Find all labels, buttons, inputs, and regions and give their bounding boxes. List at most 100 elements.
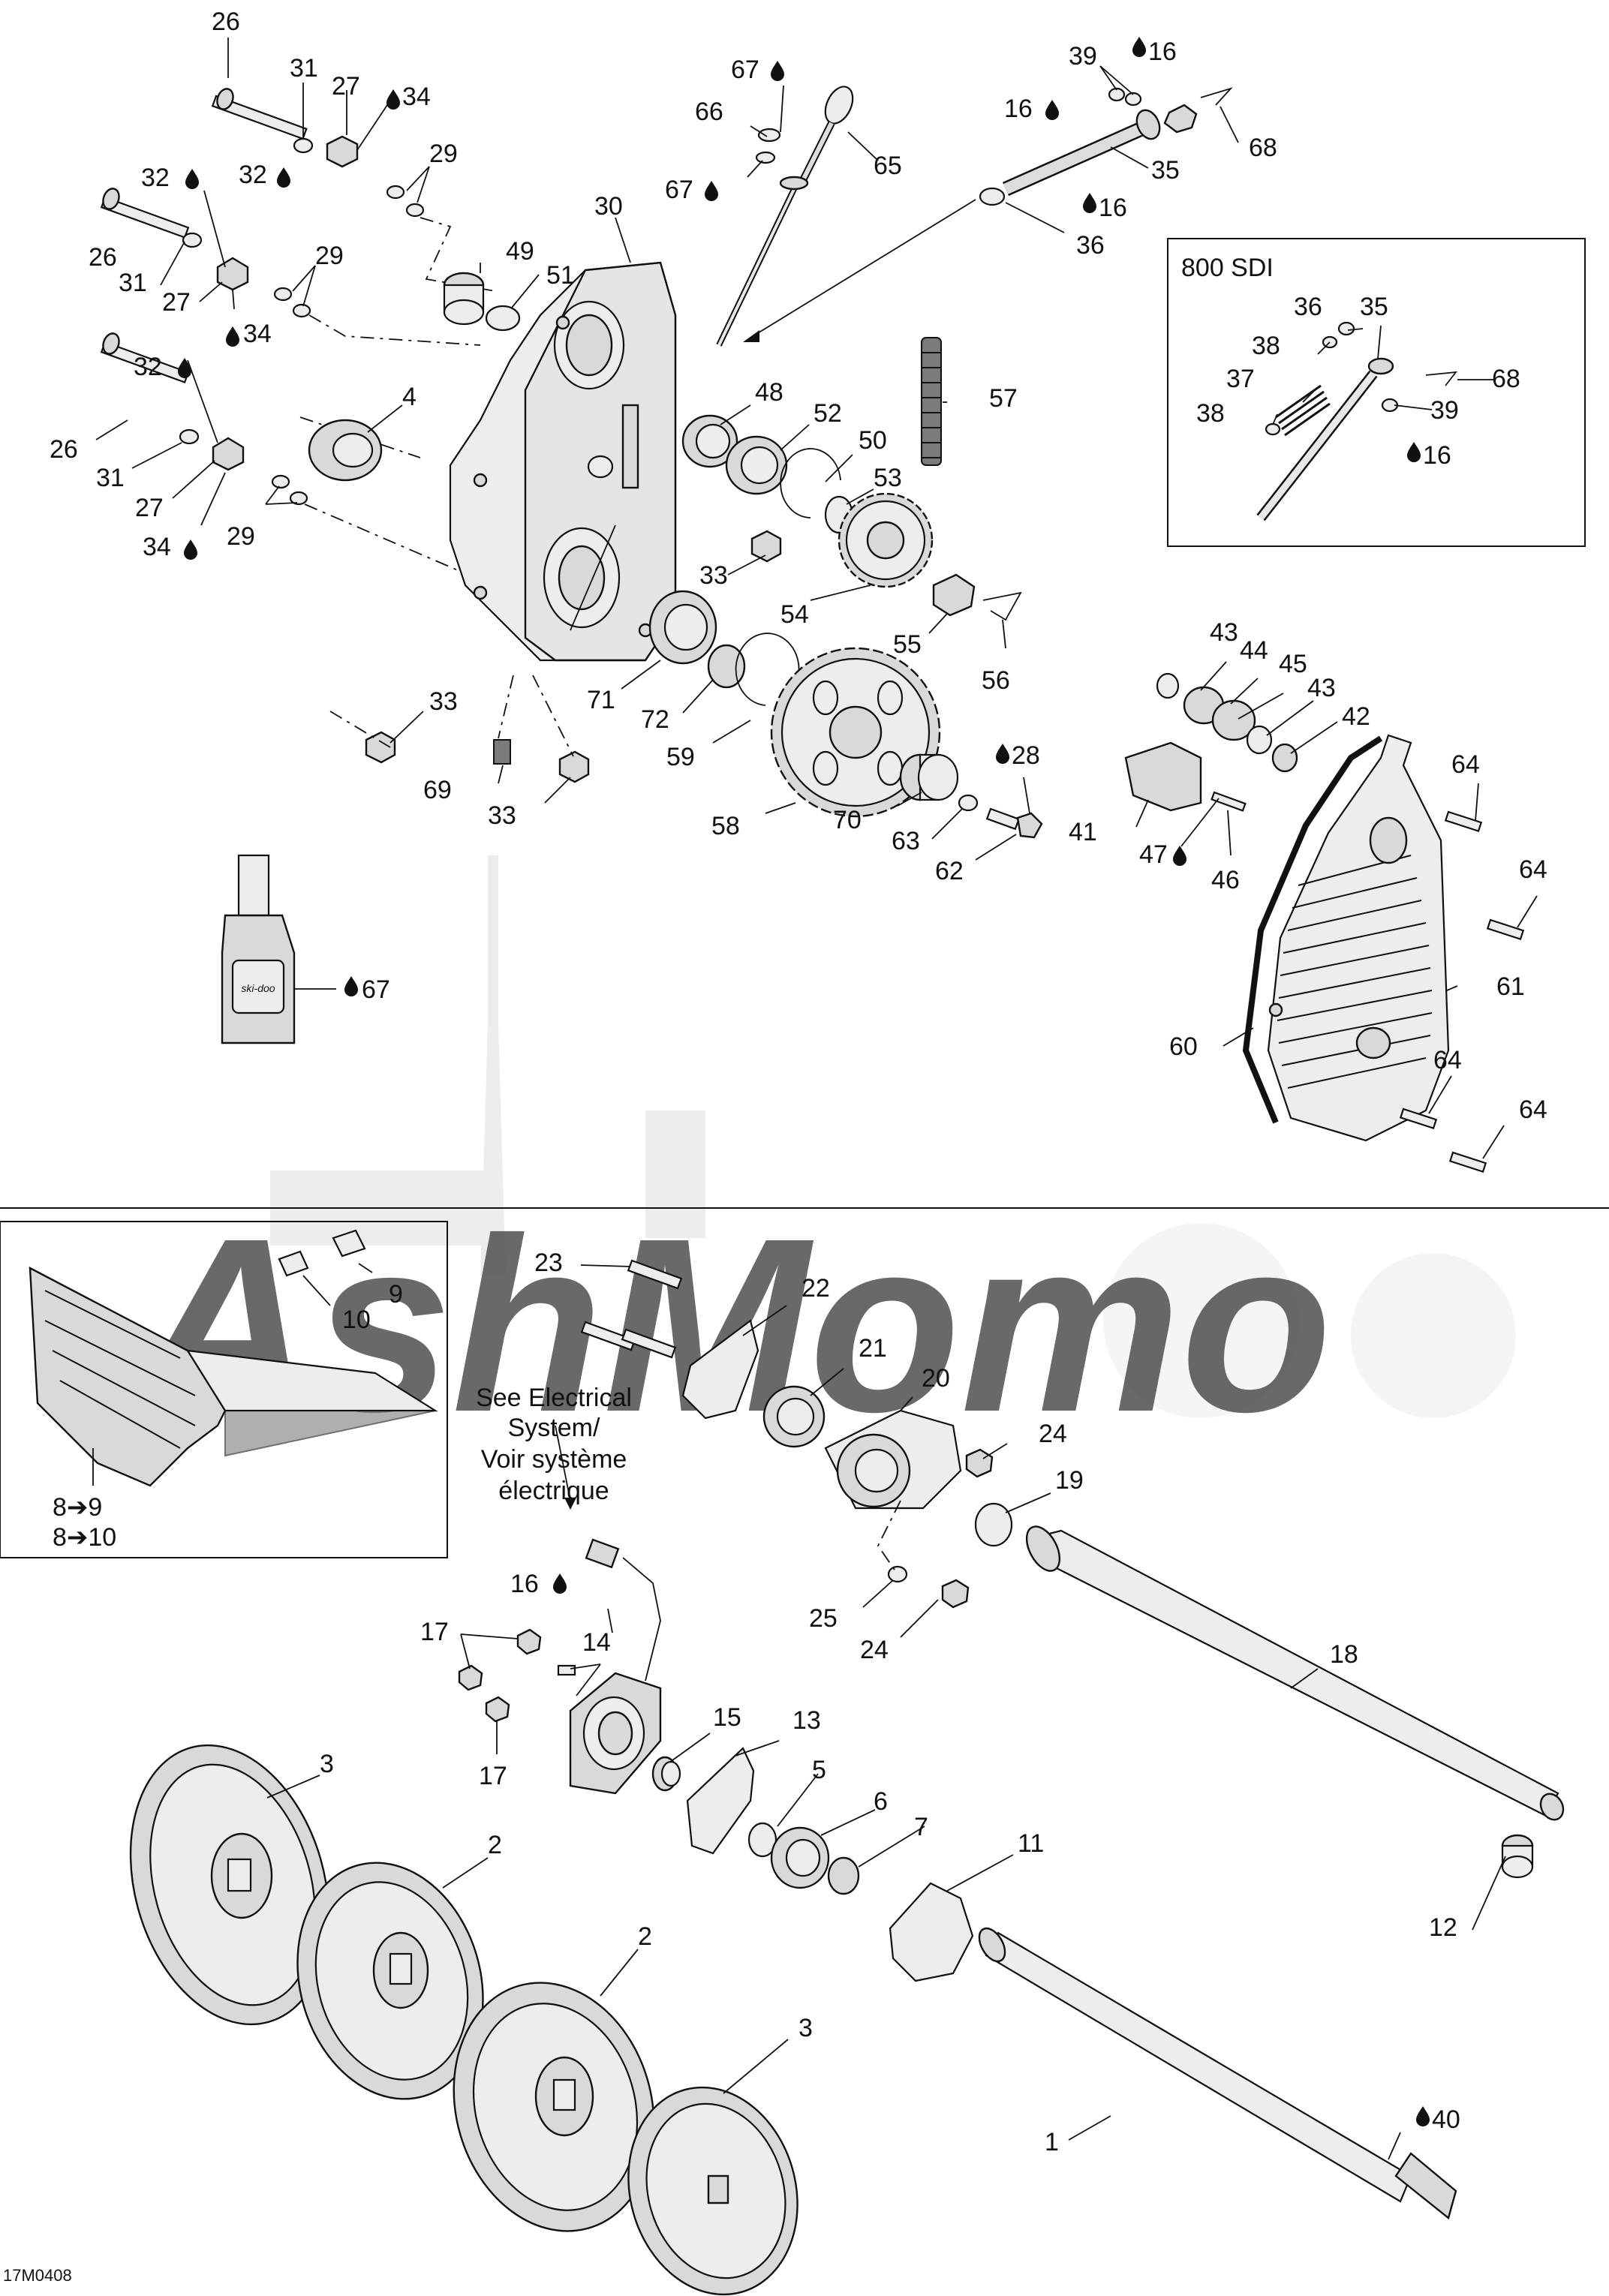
callout-37: 37 (1226, 365, 1255, 393)
callout-38: 38 (1196, 399, 1225, 428)
callout-54: 54 (780, 600, 809, 629)
callout-19: 19 (1055, 1466, 1084, 1495)
inset-title: 800 SDI (1181, 254, 1274, 282)
callout-45: 45 (1279, 650, 1307, 678)
callout-6: 6 (874, 1787, 888, 1816)
callout-35: 35 (1360, 293, 1388, 321)
nut-33-b (365, 731, 396, 764)
callout-29: 29 (429, 140, 458, 168)
callout-55: 55 (893, 630, 922, 659)
drive-axle-1 (978, 1927, 1457, 2220)
callout-48: 48 (755, 378, 783, 407)
cap-12 (1501, 1834, 1534, 1879)
speed-sensor (555, 1425, 661, 1681)
bearing-48 (681, 414, 738, 468)
callout-2: 2 (488, 1831, 502, 1859)
washer-25 (887, 1565, 908, 1583)
callout-53: 53 (874, 464, 902, 492)
callout-44: 44 (1240, 636, 1268, 665)
callout-17: 17 (479, 1762, 507, 1790)
callout-33: 33 (699, 561, 728, 590)
callout-7: 7 (914, 1813, 928, 1841)
callout-17: 17 (420, 1618, 449, 1646)
callout-29: 29 (315, 242, 344, 270)
bolt-62 (985, 807, 1043, 839)
callout-40: 40 (1432, 2105, 1460, 2134)
callout-64: 64 (1519, 1095, 1547, 1124)
callout-64: 64 (1519, 855, 1547, 884)
callout-68: 68 (1492, 365, 1520, 393)
callout-51: 51 (546, 261, 575, 290)
callout-14: 14 (582, 1628, 611, 1657)
ring-19 (974, 1502, 1013, 1547)
nut-24-b (941, 1579, 970, 1609)
svg-text:ski-doo: ski-doo (241, 982, 275, 994)
callout-60: 60 (1169, 1032, 1198, 1061)
callout-26: 26 (212, 8, 240, 36)
callout-21: 21 (859, 1334, 887, 1363)
callout-27: 27 (332, 72, 360, 101)
callout-13: 13 (792, 1706, 821, 1735)
callout-26: 26 (50, 435, 78, 464)
callout-20: 20 (922, 1364, 950, 1393)
bearing-21 (762, 1385, 826, 1448)
callout-27: 27 (162, 288, 191, 317)
callout-8-9: 8➔9 (53, 1493, 102, 1522)
o-ring-51 (485, 305, 521, 332)
callout-16: 16 (1148, 38, 1177, 66)
hub-15 (651, 1756, 681, 1792)
callout-68: 68 (1249, 134, 1277, 162)
nut-17-b (458, 1664, 483, 1691)
bearing-71 (648, 590, 717, 665)
callout-18: 18 (1330, 1640, 1358, 1669)
callout-27: 27 (135, 494, 164, 522)
callout-46: 46 (1211, 866, 1240, 894)
callout-35: 35 (1151, 156, 1180, 185)
callout-3: 3 (320, 1750, 334, 1778)
callout-67: 67 (665, 176, 693, 204)
callout-8-10: 8➔10 (53, 1523, 116, 1552)
callout-39: 39 (1430, 396, 1459, 425)
washer-63 (958, 794, 979, 812)
bolts-23 (580, 1259, 683, 1359)
callout-25: 25 (809, 1604, 838, 1633)
chaincase-cover-61 (1242, 734, 1450, 1142)
upper-shaft-18 (1025, 1525, 1565, 1821)
callout-2: 2 (638, 1922, 652, 1951)
plug-69 (493, 739, 511, 765)
callout-23: 23 (534, 1249, 563, 1277)
callout-16: 16 (1423, 441, 1451, 470)
electrical-note-line-4: électrique (498, 1477, 609, 1505)
callout-67: 67 (362, 975, 390, 1004)
castle-nut-55 (932, 573, 976, 617)
callout-31: 31 (119, 269, 147, 297)
callout-16: 16 (1004, 95, 1033, 123)
callout-16: 16 (1099, 194, 1127, 222)
callout-71: 71 (587, 686, 615, 714)
callout-4: 4 (402, 383, 417, 411)
callout-32: 32 (239, 161, 267, 189)
callout-32: 32 (134, 353, 162, 381)
callout-69: 69 (423, 776, 452, 804)
callout-65: 65 (874, 152, 902, 180)
callout-42: 42 (1342, 702, 1370, 731)
callout-28: 28 (1012, 741, 1040, 770)
nut-33-c (558, 750, 590, 783)
callout-41: 41 (1069, 818, 1097, 846)
callout-43: 43 (1210, 618, 1238, 647)
callout-59: 59 (666, 743, 695, 771)
callout-9: 9 (389, 1280, 403, 1309)
callout-10: 10 (342, 1306, 371, 1334)
callout-1: 1 (1045, 2128, 1059, 2156)
callout-72: 72 (641, 705, 669, 734)
callout-29: 29 (227, 522, 255, 551)
bearing-6 (770, 1826, 830, 1889)
wheel-3-right (627, 2086, 798, 2296)
diagram-code: 17M0408 (3, 2266, 72, 2285)
callout-31: 31 (290, 54, 318, 83)
circlip-59 (735, 633, 800, 706)
electrical-note-line-1: See Electrical (476, 1384, 632, 1412)
spacer-70 (899, 753, 959, 801)
wheel-3-left (129, 1744, 330, 2026)
ring-5 (747, 1822, 777, 1858)
